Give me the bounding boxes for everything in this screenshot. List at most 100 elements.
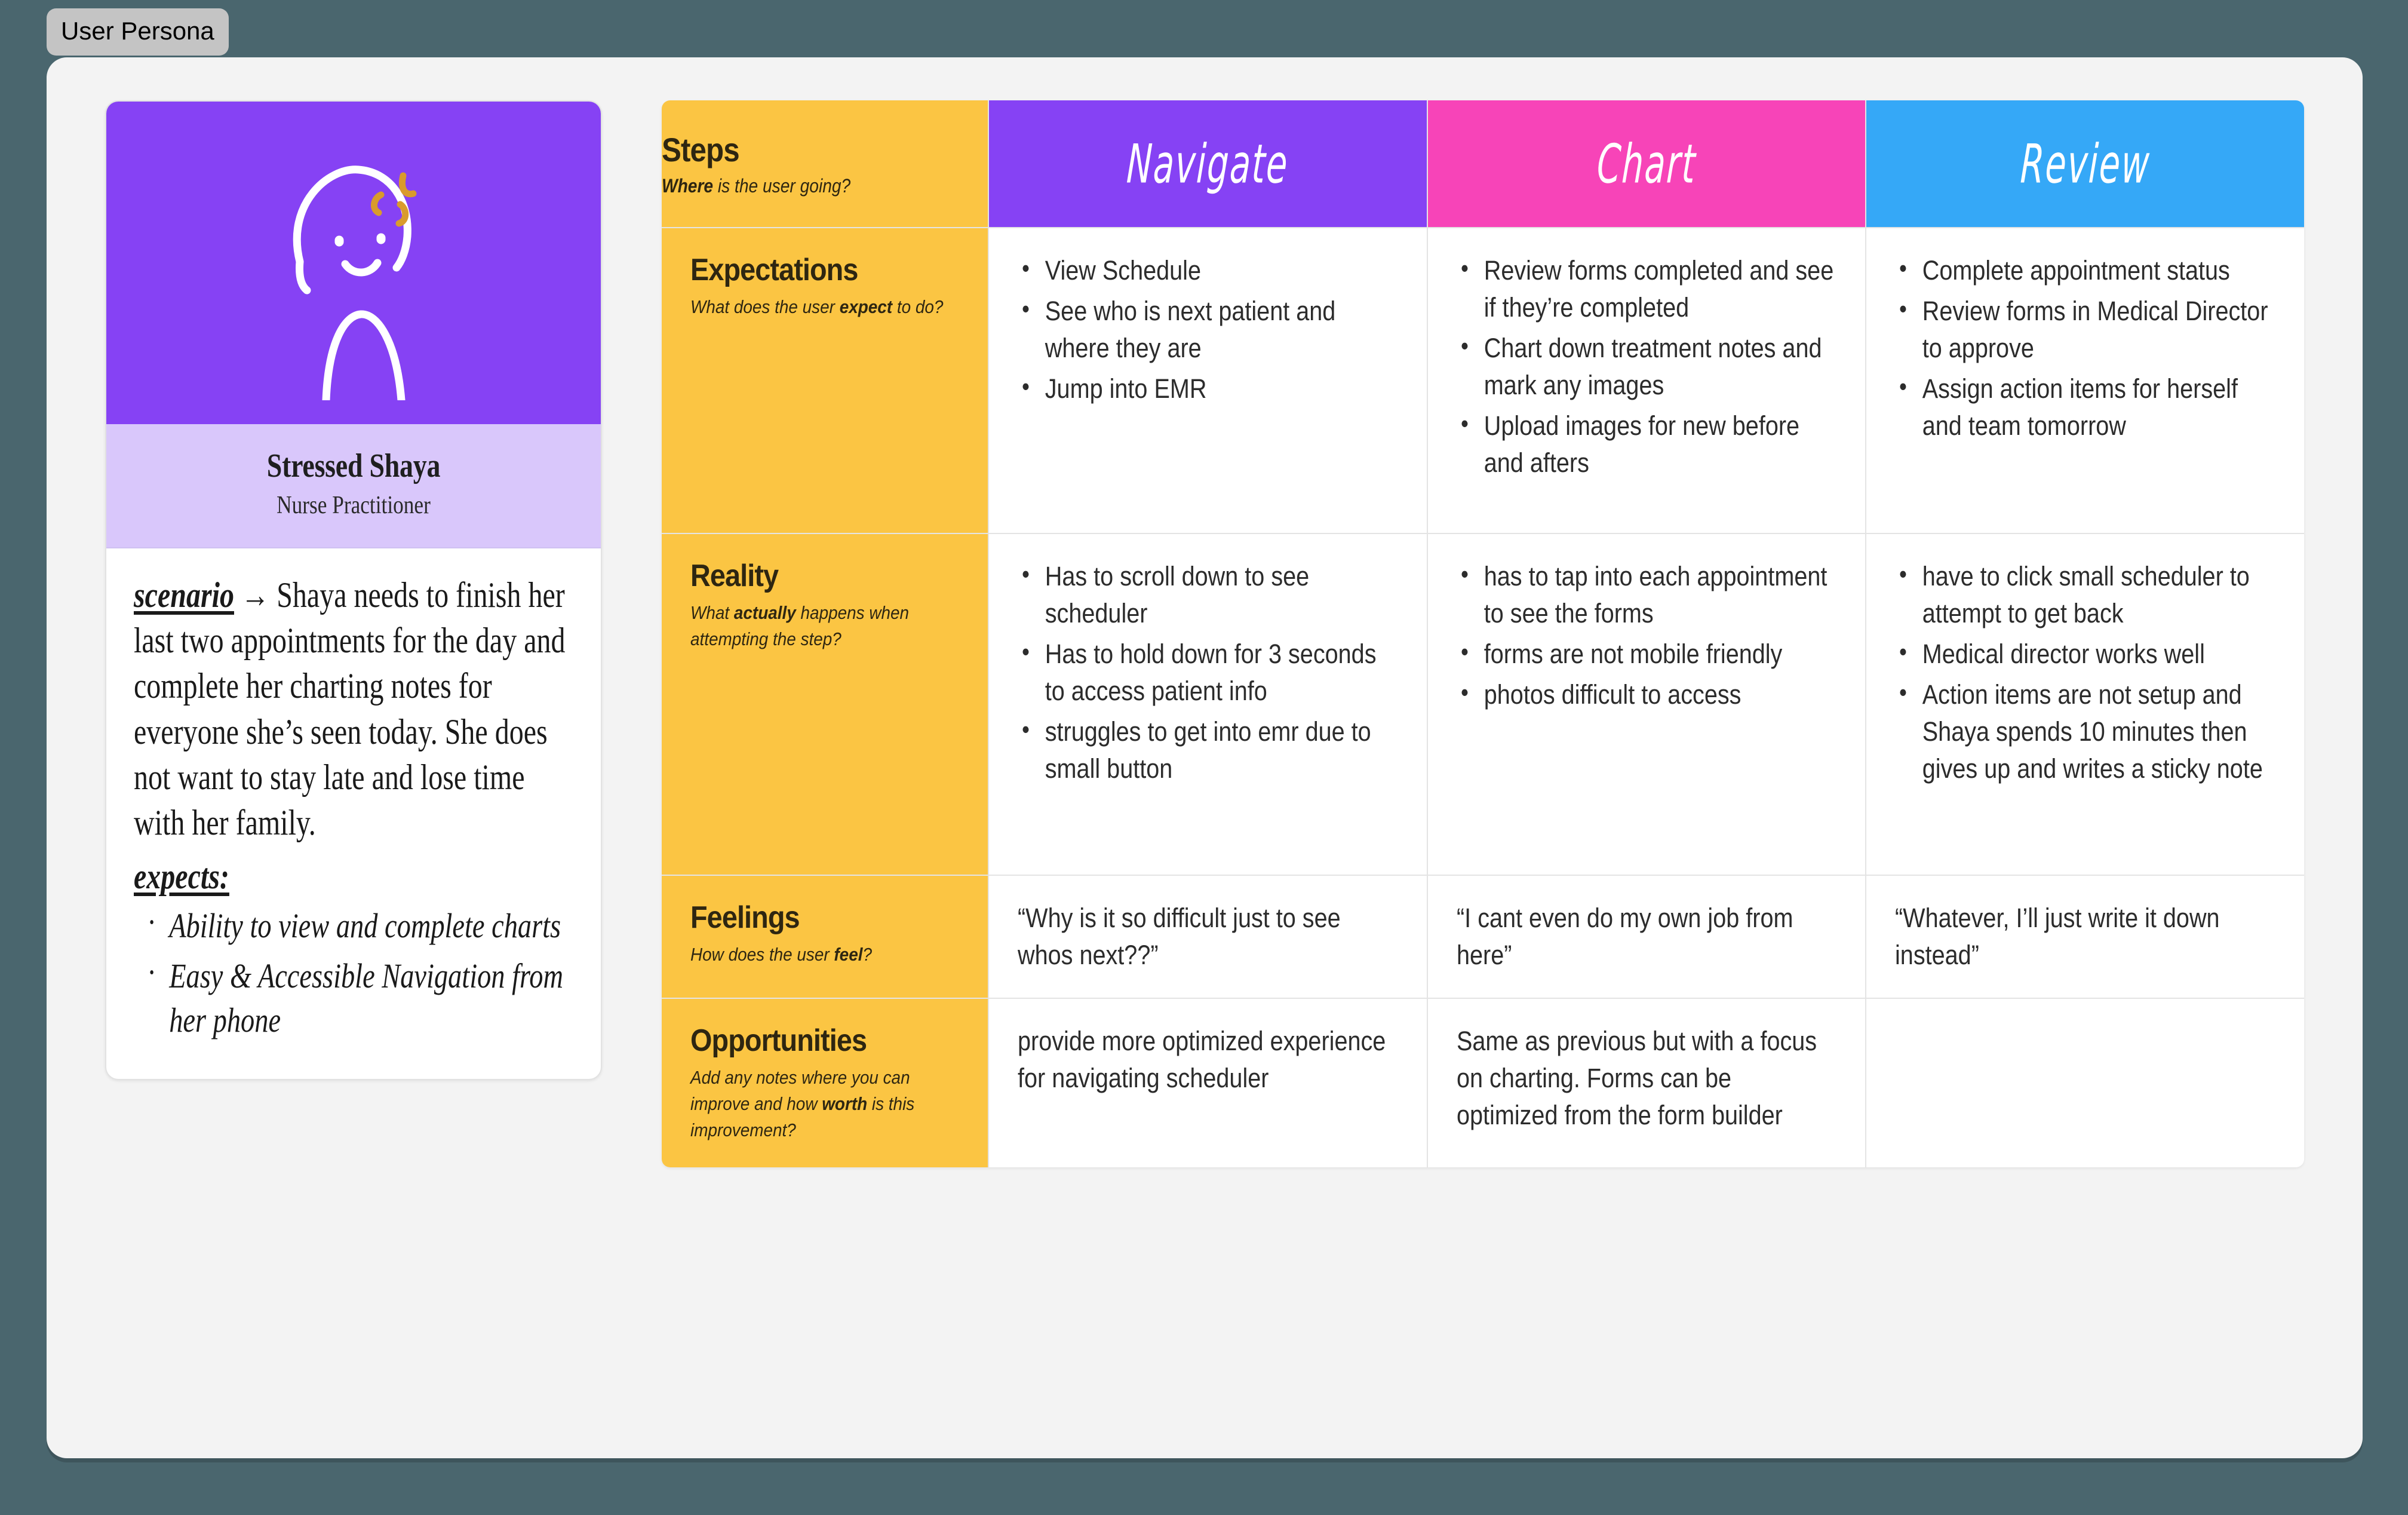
row-sub-post: happens when attempting the step?	[690, 602, 910, 650]
persona-board: Stressed Shaya Nurse Practitioner scenar…	[47, 57, 2363, 1458]
cell-feelings-navigate[interactable]: “Why is it so difficult just to see whos…	[989, 876, 1428, 998]
stage-label-review: Review	[2019, 132, 2152, 195]
row-title: Opportunities	[690, 1023, 867, 1059]
board-content: Stressed Shaya Nurse Practitioner scenar…	[105, 100, 2304, 1409]
row-sub-bold: worth	[822, 1093, 868, 1115]
list-item: Review forms completed and see if they’r…	[1457, 251, 1838, 326]
list-item: has to tap into each appointment to see …	[1457, 557, 1838, 632]
scenario-arrow: →	[241, 575, 270, 615]
stage-header-chart[interactable]: Chart	[1427, 100, 1867, 227]
persona-role: Nurse Practitioner	[277, 492, 431, 519]
bullet-list: View Schedule See who is next patient an…	[1018, 251, 1402, 407]
persona-name: Stressed Shaya	[266, 447, 441, 484]
cell-reality-chart[interactable]: has to tap into each appointment to see …	[1427, 534, 1867, 875]
stage-header-review[interactable]: Review	[1866, 100, 2304, 227]
cell-feelings-chart[interactable]: “I cant even do my own job from here”	[1427, 876, 1867, 998]
list-item: View Schedule	[1018, 251, 1399, 289]
bullet-list: Review forms completed and see if they’r…	[1457, 251, 1841, 482]
row-subtitle: How does the user feel?	[690, 941, 960, 968]
row-label-opportunities: Opportunities Add any notes where you ca…	[662, 999, 989, 1168]
cell-opportunities-chart[interactable]: Same as previous but with a focus on cha…	[1427, 999, 1867, 1168]
scenario-body-text: Shaya needs to finish her last two appoi…	[134, 575, 566, 842]
bullet-list: Complete appointment status Review forms…	[1895, 251, 2279, 444]
header-steps-cell: Steps Where is the user going?	[662, 100, 989, 227]
row-title: Expectations	[690, 253, 858, 287]
row-subtitle: Add any notes where you can improve and …	[690, 1065, 960, 1143]
stage-header-navigate[interactable]: Navigate	[989, 100, 1428, 227]
steps-subtitle: Where is the user going?	[662, 175, 948, 197]
bullet-list: has to tap into each appointment to see …	[1457, 557, 1841, 713]
persona-nameplate: Stressed Shaya Nurse Practitioner	[106, 424, 601, 548]
cell-opportunities-review[interactable]	[1866, 999, 2304, 1168]
bullet-list: have to click small scheduler to attempt…	[1895, 557, 2279, 788]
steps-subtitle-bold: Where	[662, 175, 714, 197]
list-item: Has to scroll down to see scheduler	[1018, 557, 1399, 632]
persona-doodle-icon	[293, 165, 417, 400]
list-item: Assign action items for herself and team…	[1895, 369, 2277, 444]
row-sub-post: ?	[862, 944, 872, 965]
row-sub-bold: expect	[839, 296, 893, 317]
cell-expectations-navigate[interactable]: View Schedule See who is next patient an…	[989, 228, 1428, 533]
persona-illustration	[106, 102, 601, 424]
steps-subtitle-rest: is the user going?	[713, 175, 851, 197]
list-item: forms are not mobile friendly	[1457, 634, 1838, 673]
row-sub-bold: feel	[834, 944, 863, 965]
list-item: have to click small scheduler to attempt…	[1895, 557, 2277, 632]
expects-item: Ability to view and complete charts	[134, 900, 573, 948]
scenario-paragraph: scenario→ Shaya needs to finish her last…	[134, 572, 573, 845]
cell-reality-navigate[interactable]: Has to scroll down to see scheduler Has …	[989, 534, 1428, 875]
stage-label-navigate: Navigate	[1125, 132, 1290, 195]
scenario-lead-word: scenario	[134, 575, 234, 615]
list-item: Chart down treatment notes and mark any …	[1457, 329, 1838, 404]
list-item: struggles to get into emr due to small b…	[1018, 712, 1399, 787]
row-title: Reality	[690, 559, 779, 593]
row-label-expectations: Expectations What does the user expect t…	[662, 228, 989, 533]
note-text: Same as previous but with a focus on cha…	[1456, 1026, 1817, 1131]
expects-item: Easy & Accessible Navigation from her ph…	[134, 950, 573, 1042]
list-item: Has to hold down for 3 seconds to access…	[1018, 634, 1399, 710]
row-sub-pre: How does the user	[690, 944, 834, 965]
journey-row-opportunities: Opportunities Add any notes where you ca…	[662, 999, 2304, 1168]
cell-opportunities-navigate[interactable]: provide more optimized experience for na…	[989, 999, 1428, 1168]
list-item: photos difficult to access	[1457, 675, 1838, 713]
list-item: Complete appointment status	[1895, 251, 2277, 289]
journey-row-expectations: Expectations What does the user expect t…	[662, 228, 2304, 534]
steps-title: Steps	[662, 131, 740, 168]
persona-card: Stressed Shaya Nurse Practitioner scenar…	[105, 100, 602, 1081]
expects-heading: expects:	[134, 857, 229, 897]
list-item: Action items are not setup and Shaya spe…	[1895, 675, 2277, 787]
stage-label-chart: Chart	[1595, 132, 1698, 195]
row-subtitle: What actually happens when attempting th…	[690, 600, 960, 652]
row-sub-pre: What does the user	[690, 296, 840, 317]
row-sub-bold: actually	[733, 602, 796, 623]
journey-header-row: Steps Where is the user going? Navigate …	[662, 100, 2304, 228]
row-sub-pre: Add any notes where you can improve and …	[690, 1067, 910, 1115]
cell-expectations-chart[interactable]: Review forms completed and see if they’r…	[1427, 228, 1867, 533]
row-sub-post: is this improvement?	[690, 1093, 915, 1141]
cell-feelings-review[interactable]: “Whatever, I’ll just write it down inste…	[1866, 876, 2304, 998]
journey-row-feelings: Feelings How does the user feel? “Why is…	[662, 876, 2304, 999]
row-sub-post: to do?	[892, 296, 944, 317]
expects-list: Ability to view and complete charts Easy…	[134, 900, 573, 1042]
quote-text: “Whatever, I’ll just write it down inste…	[1895, 903, 2220, 971]
journey-row-reality: Reality What actually happens when attem…	[662, 534, 2304, 876]
cell-expectations-review[interactable]: Complete appointment status Review forms…	[1866, 228, 2304, 533]
bullet-list: Has to scroll down to see scheduler Has …	[1018, 557, 1402, 788]
list-item: Medical director works well	[1895, 634, 2277, 673]
cell-reality-review[interactable]: have to click small scheduler to attempt…	[1866, 534, 2304, 875]
row-sub-pre: What	[690, 602, 734, 623]
row-subtitle: What does the user expect to do?	[690, 294, 960, 320]
list-item: Review forms in Medical Director to appr…	[1895, 292, 2277, 367]
list-item: Upload images for new before and afters	[1457, 406, 1838, 482]
row-label-feelings: Feelings How does the user feel?	[662, 876, 989, 998]
list-item: See who is next patient and where they a…	[1018, 292, 1399, 367]
persona-scenario: scenario→ Shaya needs to finish her last…	[106, 548, 601, 1079]
row-title: Feelings	[690, 900, 800, 935]
frame-label: User Persona	[47, 8, 229, 56]
quote-text: “I cant even do my own job from here”	[1456, 903, 1793, 971]
journey-map-table: Steps Where is the user going? Navigate …	[662, 100, 2304, 1168]
row-label-reality: Reality What actually happens when attem…	[662, 534, 989, 875]
list-item: Jump into EMR	[1018, 369, 1399, 407]
note-text: provide more optimized experience for na…	[1018, 1026, 1386, 1094]
quote-text: “Why is it so difficult just to see whos…	[1018, 903, 1341, 971]
